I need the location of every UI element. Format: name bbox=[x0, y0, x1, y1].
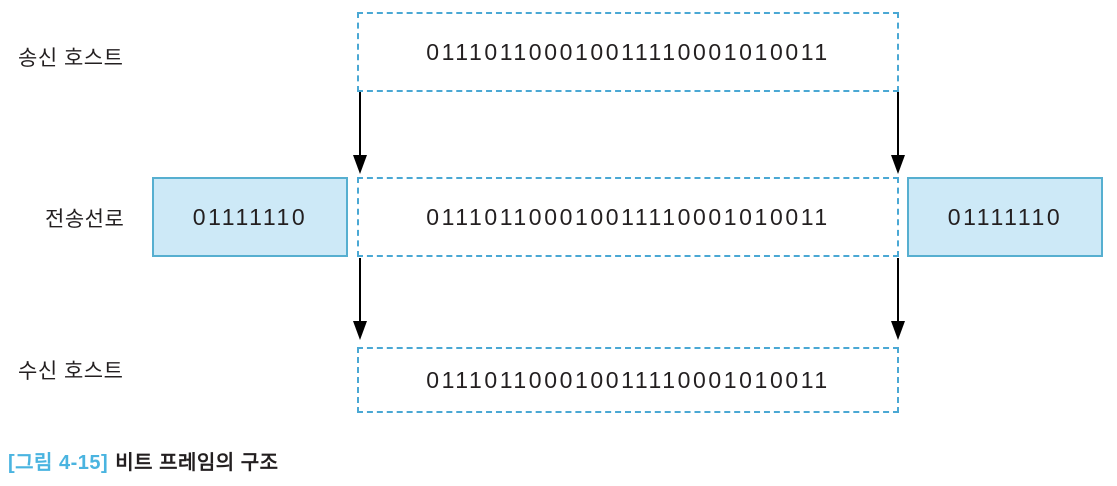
figure-caption: [그림 4-15] 비트 프레임의 구조 bbox=[8, 446, 279, 475]
frame-box-receiving-host: 011101100010011110001010011 bbox=[357, 347, 899, 413]
flag-bits-right: 01111110 bbox=[947, 203, 1063, 230]
flag-box-left: 01111110 bbox=[152, 177, 348, 257]
row-label-transmission-line: 전송선로 bbox=[45, 208, 125, 231]
frame-box-transmission-line: 011101100010011110001010011 bbox=[357, 177, 899, 257]
arrow-line-to-recv-left bbox=[353, 258, 367, 340]
bit-string-sending-host: 011101100010011110001010011 bbox=[426, 38, 830, 65]
arrow-send-to-line-right bbox=[891, 92, 905, 174]
frame-box-sending-host: 011101100010011110001010011 bbox=[357, 12, 899, 92]
bit-string-transmission-line: 011101100010011110001010011 bbox=[426, 203, 830, 230]
figure-caption-title: 비트 프레임의 구조 bbox=[115, 452, 279, 474]
row-label-receiving-host: 수신 호스트 bbox=[18, 360, 124, 383]
bit-string-receiving-host: 011101100010011110001010011 bbox=[426, 366, 830, 393]
flag-box-right: 01111110 bbox=[907, 177, 1103, 257]
figure-caption-number: [그림 4-15] bbox=[8, 452, 109, 474]
arrow-line-to-recv-right bbox=[891, 258, 905, 340]
flag-bits-left: 01111110 bbox=[192, 203, 308, 230]
row-label-sending-host: 송신 호스트 bbox=[18, 47, 124, 70]
arrow-send-to-line-left bbox=[353, 92, 367, 174]
